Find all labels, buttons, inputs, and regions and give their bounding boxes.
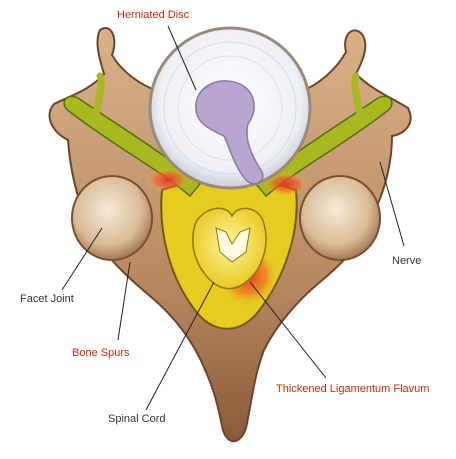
bone-spurs-label: Bone Spurs [72,347,130,359]
nerve-leader [380,162,404,246]
herniated-disc-label: Herniated Disc [117,9,190,21]
thickened-ligamentum-flavum-label: Thickened Ligamentum Flavum [276,383,429,395]
spinal-cord-label: Spinal Cord [108,413,165,425]
facet-joint-label: Facet Joint [20,293,74,305]
nerve-label: Nerve [392,255,421,267]
left-facet-joint [72,176,152,260]
right-facet-joint [300,176,380,260]
